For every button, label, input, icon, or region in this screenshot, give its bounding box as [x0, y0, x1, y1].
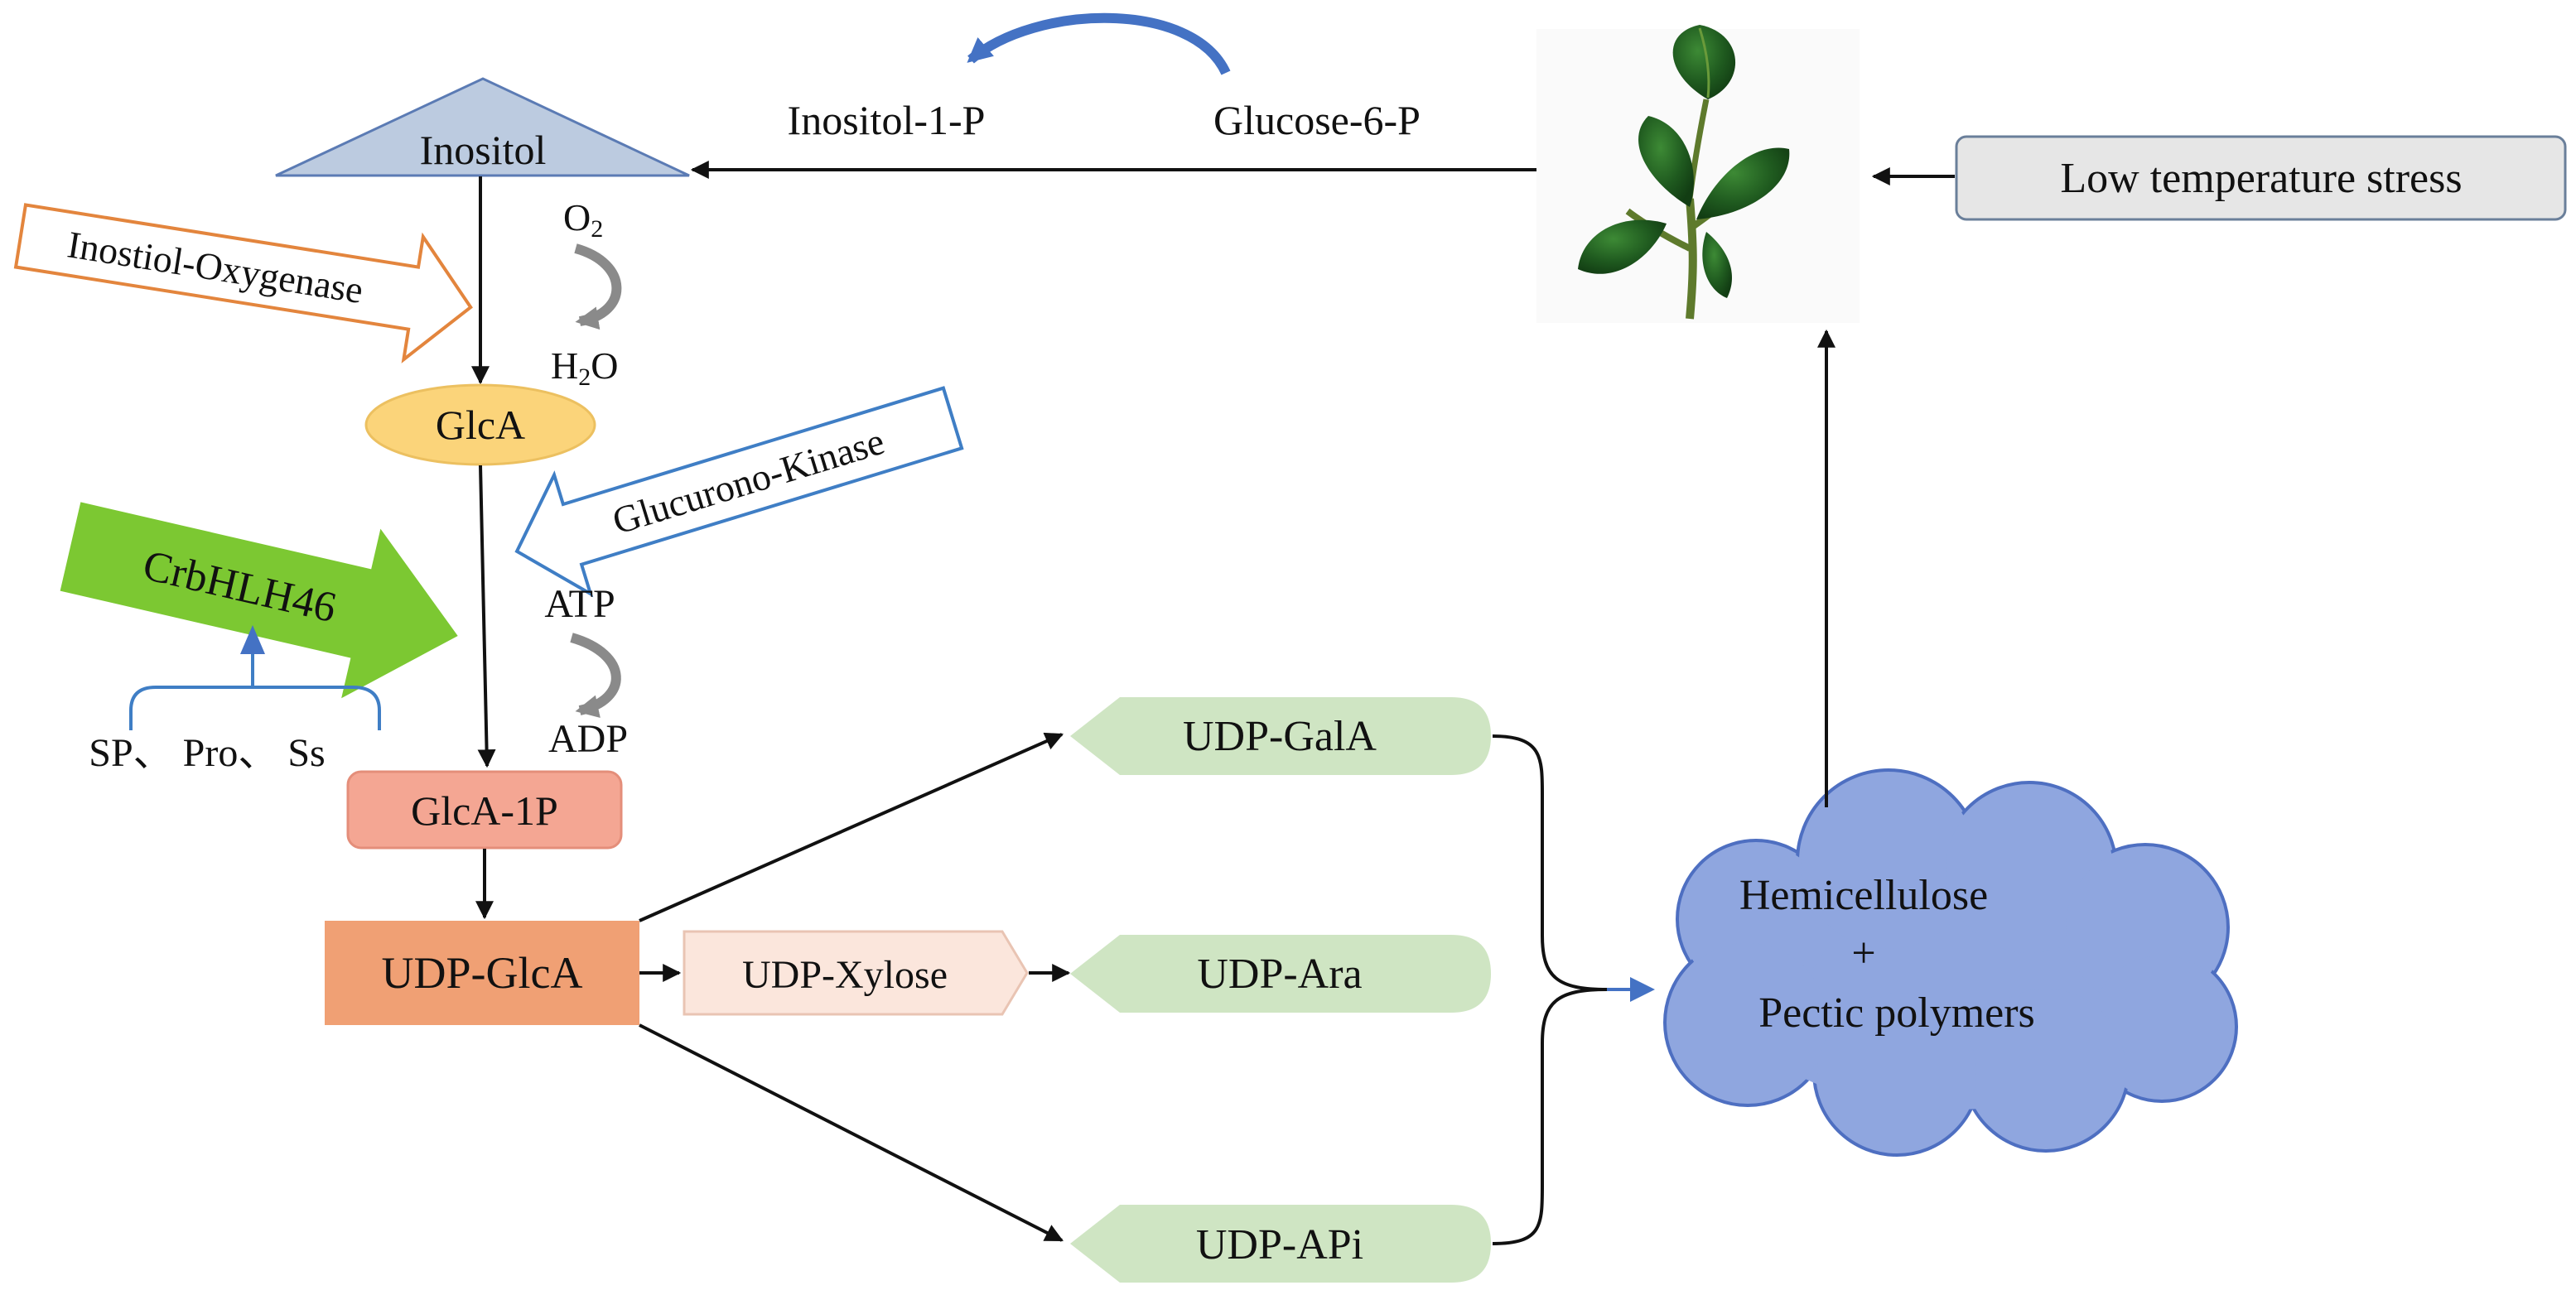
hemicellulose-label: Hemicellulose: [1739, 872, 1988, 919]
low-temperature-stress-label: Low temperature stress: [2060, 155, 2462, 202]
udp-gala-node: UDP-GalA: [1070, 697, 1491, 775]
udp-glca-node: UDP-GlcA: [325, 921, 639, 1025]
glucose-6p-label: Glucose-6-P: [1213, 97, 1421, 143]
low-temperature-stress-box: Low temperature stress: [1955, 135, 2567, 221]
pectic-polymers-label: Pectic polymers: [1758, 989, 2035, 1037]
udpglca-to-udpapi-arrow: [639, 1023, 1064, 1242]
leaf-sprig-icon: [1536, 25, 1860, 323]
udp-ara-label: UDP-Ara: [1197, 951, 1362, 998]
plus-label: +: [1851, 930, 1875, 977]
sp-pro-ss-label: SP、 Pro、 Ss: [89, 731, 325, 775]
sp-pro-ss-bracket: [129, 686, 381, 730]
glucurono-kinase-arrow: Glucurono-Kinase: [514, 386, 964, 598]
udp-gala-label: UDP-GalA: [1183, 713, 1377, 760]
udp-glca-label: UDP-GlcA: [382, 948, 583, 998]
atp-label: ATP: [544, 582, 615, 626]
udp-api-label: UDP-APi: [1196, 1221, 1363, 1269]
crbhlh46-arrow: CrbHLH46: [60, 502, 458, 699]
udp-ara-node: UDP-Ara: [1070, 935, 1491, 1013]
glucose-to-inositol1p-curve: [967, 12, 1231, 75]
glca-to-glca1p-arrow: [477, 465, 496, 768]
atp-to-adp-curve-icon: [570, 633, 621, 718]
inositol-1p-label: Inositol-1-P: [788, 97, 986, 143]
merge-brace: [1492, 734, 1608, 1245]
inositol-label: Inositol: [420, 127, 547, 173]
inositol-node: Inositol: [275, 77, 690, 177]
o2-to-h2o-curve-icon: [574, 243, 622, 330]
adp-label: ADP: [548, 717, 628, 761]
bracket-up-arrow-icon: [240, 625, 265, 654]
glca-1p-label: GlcA-1P: [411, 787, 558, 834]
glca-node: GlcA: [364, 383, 596, 466]
glca-label: GlcA: [436, 402, 525, 448]
h2o-label: H2O: [551, 344, 618, 391]
udp-api-node: UDP-APi: [1070, 1205, 1491, 1283]
glca-1p-node: GlcA-1P: [346, 770, 623, 850]
udpglca-to-udpgala-arrow: [639, 732, 1064, 922]
udp-xylose-label: UDP-Xylose: [742, 953, 948, 997]
udp-xylose-node: UDP-Xylose: [683, 930, 1029, 1016]
o2-label: O2: [563, 196, 603, 243]
hemicellulose-pectic-cloud: Hemicellulose + Pectic polymers: [1663, 768, 2238, 1157]
inositol-oxygenase-arrow: Inostiol-Oxygenase: [13, 203, 473, 363]
